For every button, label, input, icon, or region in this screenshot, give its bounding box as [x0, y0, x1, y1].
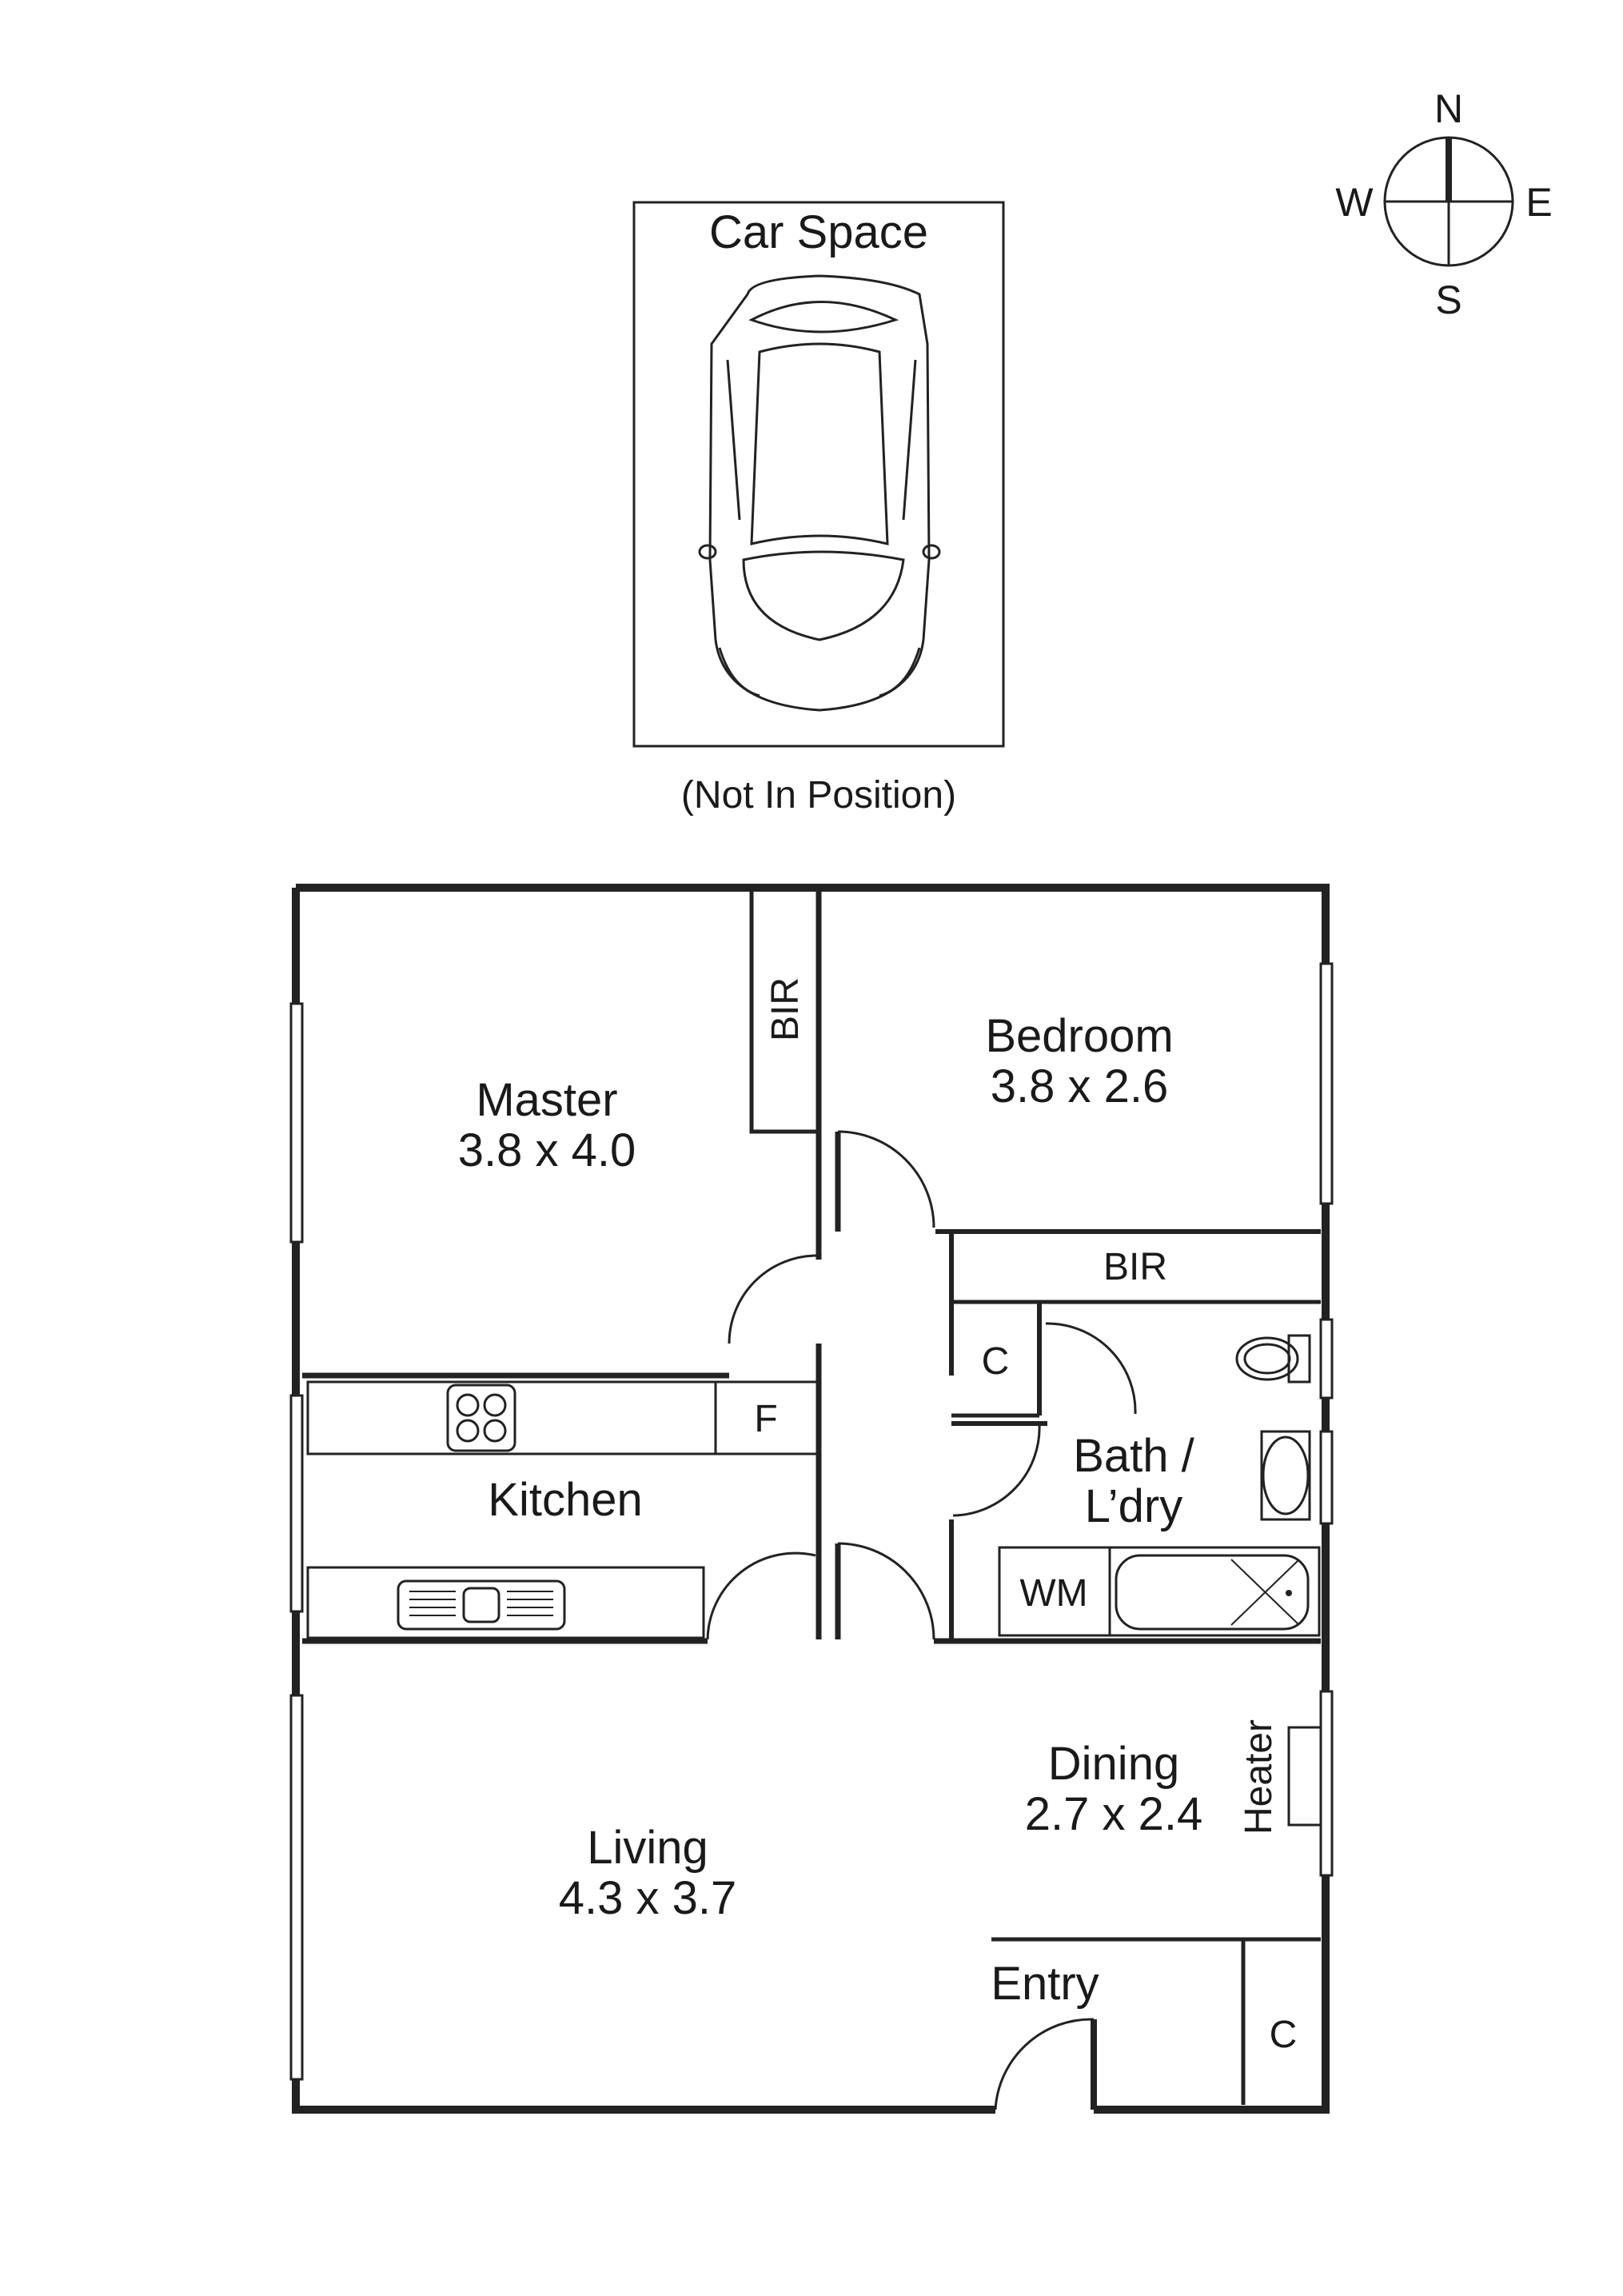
- dining-dims: 2.7 x 2.4: [1025, 1788, 1202, 1840]
- linen-cupboard-label: C: [982, 1340, 1010, 1383]
- dining-name: Dining: [1048, 1738, 1179, 1790]
- bedroom-bir-label: BIR: [1103, 1246, 1167, 1288]
- floor-plan-walls: [289, 884, 1334, 2114]
- compass: N E S W: [1335, 86, 1552, 322]
- living-name: Living: [587, 1822, 708, 1874]
- sink-icon: [397, 1579, 566, 1631]
- cooktop-icon: [446, 1384, 516, 1452]
- living-dims: 4.3 x 3.7: [559, 1872, 736, 1924]
- kitchen-name: Kitchen: [488, 1474, 642, 1526]
- toilet-icon: [1235, 1334, 1311, 1384]
- kitchen-fixtures: [306, 1380, 821, 1639]
- car-space-title: Car Space: [709, 206, 928, 258]
- heater-label: Heater: [1238, 1719, 1280, 1835]
- doors: [706, 1130, 1137, 2110]
- car-space-note: (Not In Position): [681, 774, 956, 817]
- car-icon: [698, 274, 941, 712]
- entry-name: Entry: [991, 1958, 1099, 2010]
- compass-north-label: N: [1434, 86, 1463, 131]
- compass-west-label: W: [1335, 180, 1374, 225]
- heater-icon: [1287, 1726, 1322, 1827]
- car-space: Car Space (Not In Position): [632, 201, 1005, 817]
- bedroom-dims: 3.8 x 2.6: [991, 1060, 1168, 1112]
- basin-icon: [1260, 1430, 1311, 1521]
- fridge-label: F: [754, 1398, 777, 1440]
- compass-east-label: E: [1525, 180, 1552, 225]
- bathtub-icon: [1115, 1554, 1310, 1631]
- bedroom-name: Bedroom: [985, 1010, 1173, 1062]
- master-bir-label: BIR: [764, 977, 807, 1041]
- master-name: Master: [476, 1074, 617, 1126]
- entry-cupboard-label: C: [1270, 2014, 1298, 2056]
- bath-name-line2: L’dry: [1085, 1480, 1183, 1532]
- bath-name-line1: Bath /: [1073, 1430, 1194, 1482]
- bathroom-fixtures: [998, 1334, 1321, 1637]
- washing-machine-label: WM: [1019, 1572, 1087, 1615]
- compass-south-label: S: [1435, 278, 1461, 322]
- master-dims: 3.8 x 4.0: [458, 1124, 636, 1176]
